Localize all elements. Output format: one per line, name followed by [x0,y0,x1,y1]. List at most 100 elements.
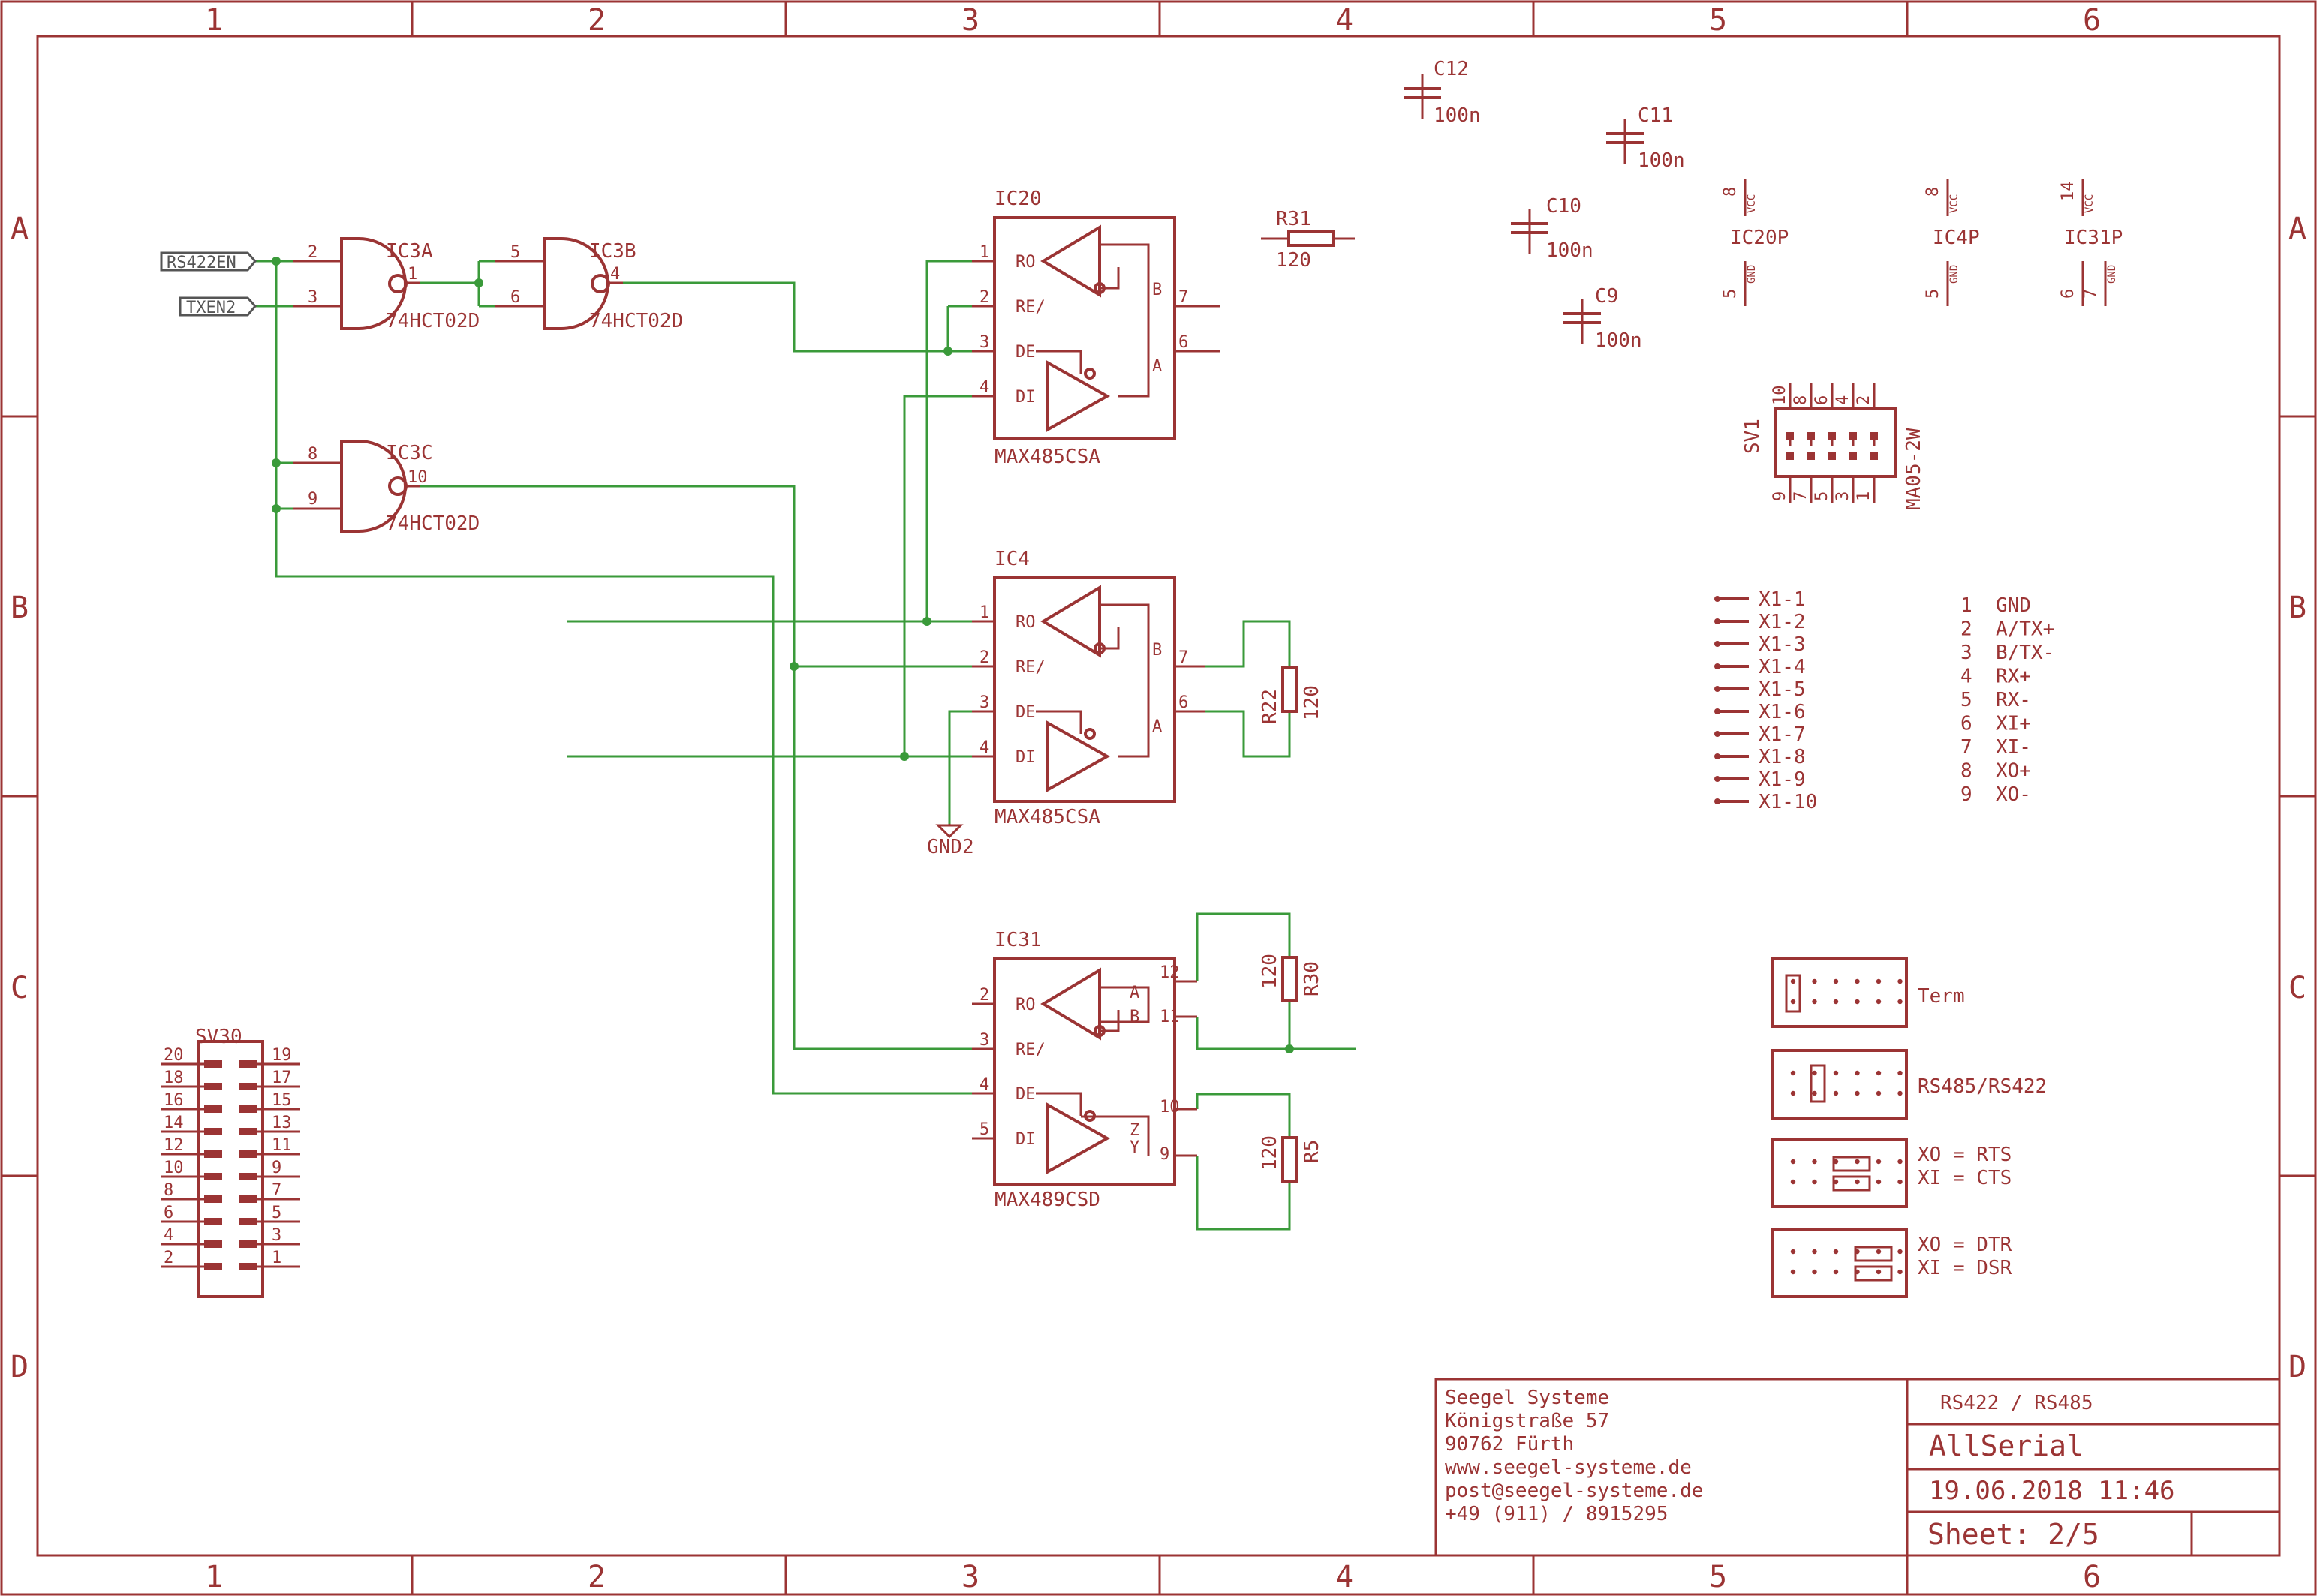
jumper-pin-dot [1855,1070,1860,1076]
x1-pin-label: X1-3 [1759,633,1806,656]
gate-part: 74HCT02D [386,310,480,332]
pin-num: 3 [979,333,989,352]
jumper-rs485-rs422: RS485/RS422 [1771,1049,2047,1120]
gate-pin-in1: 8 [308,445,317,464]
jumper-label-2: XI = CTS [1918,1167,2012,1189]
jumper-pin-dot [1855,978,1860,984]
title-block: Seegel Systeme Königstraße 57 90762 Fürt… [1434,1378,2281,1557]
jumper-label-2: XI = DSR [1918,1257,2012,1279]
sv30-name: SV30 [195,1026,242,1048]
jumper-pin-dot [1897,1249,1903,1255]
jumper-pin-dot [1833,1159,1839,1165]
ic-name: IC4 [995,548,1030,570]
resistor-name: R22 [1259,689,1281,724]
sv30-pin-number: 19 [272,1046,292,1065]
sv30-pin-pad [204,1218,222,1225]
port-rs422en: RS422EN [160,251,257,272]
jumper-pin-dot [1790,999,1796,1005]
pin-name: RO [1016,613,1036,632]
sv30-pin-pad [239,1105,257,1113]
pin-name: Y [1130,1138,1139,1157]
supply-gnd-label: GND [2106,265,2118,284]
ic-part: MAX485CSA [995,446,1100,468]
pin-name: DI [1016,1130,1036,1149]
row-label-left-c: C [11,971,29,1005]
supply-vcc-label: VCC [1746,194,1758,213]
x1-pin-label: X1-4 [1759,656,1806,678]
jumper-pin-dot [1855,999,1860,1005]
pin-name: DE [1016,703,1036,722]
pin-name: DE [1016,343,1036,362]
supply-name: IC31P [2064,227,2123,249]
jumper-pin-dot [1790,1070,1796,1076]
jumper-pin-dot [1812,1070,1817,1076]
capacitor-c11: C11 100n [1606,104,1685,172]
jumper-pin-dot [1855,1159,1860,1165]
jumper-pin-dot [1897,1179,1903,1185]
pin-num: 3 [979,693,989,712]
x1-pin-dot [1714,596,1720,602]
sv1-pin: 2 [1855,395,1873,405]
jumper-pin-dot [1876,1249,1882,1255]
pinout-line: 5 RX- [1960,689,2031,711]
x1-pin-dot [1714,776,1720,782]
wire-junctions [272,257,1294,1053]
x1-pin-dot [1714,708,1720,714]
jumper-pin-dot [1812,1090,1817,1096]
pin-num: 2 [979,288,989,307]
x1-pin-dot [1714,753,1720,759]
pin-name: B [1130,1008,1139,1026]
sv30-pin-pad [204,1173,222,1180]
jumper-pin-dot [1897,1070,1903,1076]
jumper-pin-dot [1833,1090,1839,1096]
pin-name: RO [1016,253,1036,272]
resistor-name: R5 [1301,1140,1323,1163]
col-label-top-3: 3 [961,3,979,38]
capacitor-name: C12 [1434,58,1469,80]
capacitor-c12: C12 100n [1404,58,1481,127]
col-label-bottom-1: 1 [205,1560,223,1594]
pin-name: DI [1016,388,1036,407]
x1-pin-dot [1714,686,1720,692]
sv30-pin-number: 14 [164,1114,184,1132]
jumper-pin-dot [1897,978,1903,984]
pin-num: 2 [979,986,989,1005]
jumper-pin-dot [1897,1269,1903,1275]
jumper-dtr-dsr: XO = DTR XI = DSR [1771,1228,2012,1298]
ground-label: GND2 [927,836,974,858]
jumper-pin-dot [1790,1249,1796,1255]
pin-num: 3 [979,1031,989,1050]
pin-num: 10 [1160,1098,1180,1117]
gate-pin-in2: 6 [510,288,520,307]
jumper-label: Term [1918,985,1965,1008]
jumper-pin-dot [1876,1090,1882,1096]
col-label-bottom-4: 4 [1335,1560,1353,1594]
sv30-pin-number: 6 [164,1204,173,1222]
company-line: 90762 Fürth [1445,1433,1574,1456]
nor-gate-ic3a: IC3A 74HCT02D 2 3 1 [293,237,480,332]
jumper-pin-dot [1790,1159,1796,1165]
pin-name: RE/ [1016,298,1046,317]
jumper-pin-dot [1876,1159,1882,1165]
pin-name: RE/ [1016,658,1046,677]
col-label-top-4: 4 [1335,3,1353,38]
sv30-pin-number: 20 [164,1046,184,1065]
jumper-pin-dot [1833,978,1839,984]
jumper-pin-dot [1897,1090,1903,1096]
row-label-right-a: A [2288,212,2306,246]
pinout-line: 2 A/TX+ [1960,618,2054,641]
jumper-pin-dot [1876,978,1882,984]
row-label-left-a: A [11,212,29,246]
gate-pin-out: 4 [610,265,620,284]
supply-ic31p: 14 VCC 6 7 GND IC31P [2059,179,2123,306]
sv1-pin: 4 [1834,395,1852,405]
pinout-line: 3 B/TX- [1960,642,2054,664]
net-wires [255,260,1356,1231]
row-label-right-d: D [2288,1350,2306,1384]
sv1-pin: 3 [1834,491,1852,501]
capacitor-name: C11 [1638,104,1673,127]
resistor-value: 120 [1276,249,1311,272]
ic-part: MAX489CSD [995,1189,1100,1211]
pin-name: B [1152,641,1162,660]
connector-sv1: SV1 MA05-2W 10 8 6 4 2 9 7 5 3 1 [1741,383,1925,510]
